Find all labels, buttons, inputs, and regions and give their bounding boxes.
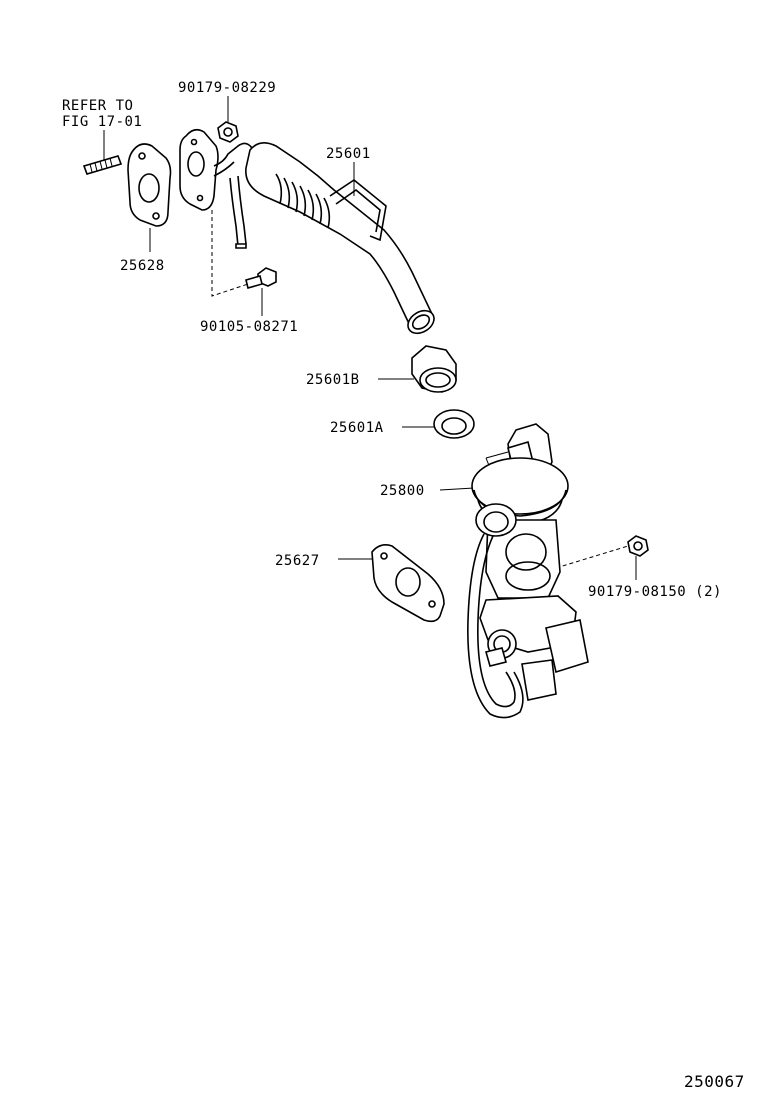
part-label-25628: 25628 bbox=[120, 258, 165, 274]
part-label-25601a: 25601A bbox=[330, 420, 384, 436]
stud-bolt bbox=[82, 155, 123, 175]
part-label-90179-08150: 90179-08150 (2) bbox=[588, 584, 722, 600]
dashed-guides bbox=[211, 210, 629, 569]
bolt-90105-08271 bbox=[245, 267, 277, 289]
nut-90179-08229 bbox=[217, 121, 239, 143]
union-nut-25601b bbox=[411, 345, 457, 393]
refer-to-label: REFER TO bbox=[62, 98, 133, 114]
refer-fig-label: FIG 17-01 bbox=[62, 114, 142, 130]
gasket-25627 bbox=[371, 544, 445, 623]
egr-pipe-25601 bbox=[179, 128, 435, 335]
part-label-25601b: 25601B bbox=[306, 372, 360, 388]
gasket-25628 bbox=[127, 143, 172, 227]
part-label-90105-08271: 90105-08271 bbox=[200, 319, 298, 335]
leader-lines bbox=[103, 96, 637, 580]
figure-number: 250067 bbox=[684, 1072, 745, 1091]
part-label-25601: 25601 bbox=[326, 146, 371, 162]
egr-valve-25800 bbox=[467, 423, 589, 719]
part-label-25800: 25800 bbox=[380, 483, 425, 499]
part-label-90179-08229: 90179-08229 bbox=[178, 80, 276, 96]
gasket-ring-25601a bbox=[433, 409, 475, 439]
part-label-25627: 25627 bbox=[275, 553, 320, 569]
nut-90179-08150 bbox=[627, 535, 649, 557]
